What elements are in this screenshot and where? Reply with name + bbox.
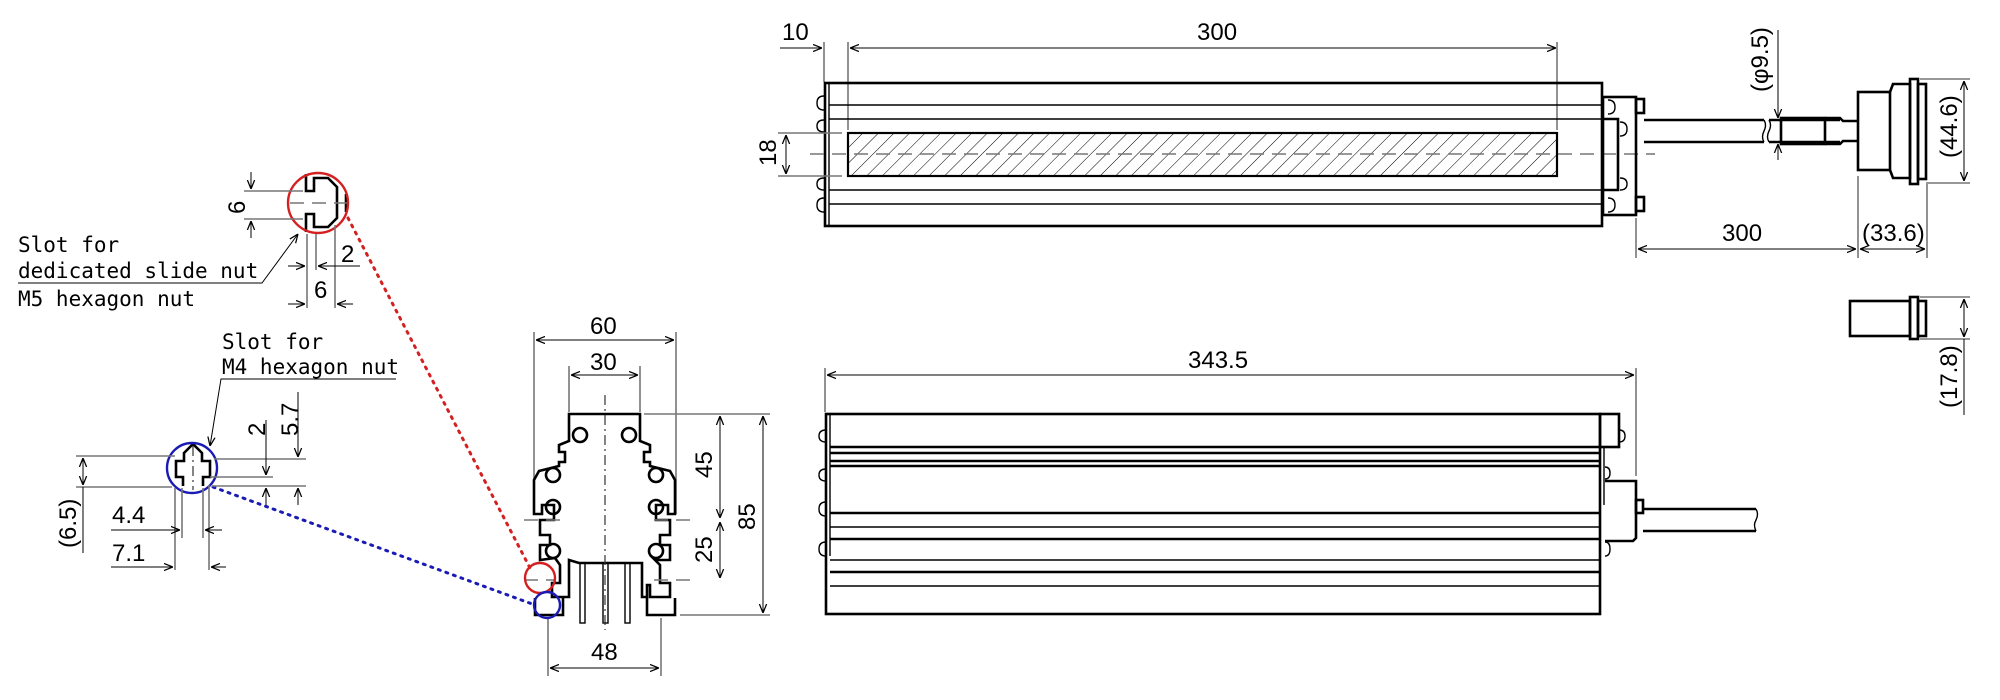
m4-nut-detail-leader <box>211 485 537 607</box>
slide-nut-label-line3: M5 hexagon nut <box>18 287 195 311</box>
dim-connector-height: (44.6) <box>1936 95 1963 158</box>
dim-overall-height: 85 <box>734 503 761 530</box>
dim-emitting-width: 18 <box>755 139 782 166</box>
connector-side-view: (17.8) <box>1848 295 1970 415</box>
dim-slide-nut-opening: 6 <box>224 201 251 214</box>
slide-nut-label-line1: Slot for <box>18 233 119 257</box>
dim-m4-lip: 2 <box>244 423 271 436</box>
dim-lower-height: 25 <box>691 536 718 563</box>
dim-slide-nut-width: 6 <box>314 277 327 304</box>
dim-slot-pitch: 48 <box>591 639 618 666</box>
dim-cable-diameter: (φ9.5) <box>1747 27 1774 92</box>
m4-nut-label-line1: Slot for <box>222 330 323 354</box>
m4-nut-highlight-circle <box>532 590 562 620</box>
dim-upper-height: 45 <box>691 451 718 478</box>
top-view: 10 300 18 <box>755 19 1970 258</box>
dim-m4-opening: 4.4 <box>112 502 145 529</box>
m4-nut-label-line2: M4 hexagon nut <box>222 355 399 379</box>
dim-m4-height: (6.5) <box>55 499 82 548</box>
dim-slide-nut-depth: 2 <box>341 241 354 268</box>
end-view-profile: 60 30 45 85 25 <box>523 313 770 676</box>
dim-emitting-length: 300 <box>1197 19 1237 46</box>
dim-end-offset: 10 <box>782 19 809 46</box>
dim-overall-length: 343.5 <box>1188 347 1248 374</box>
side-view: 343.5 <box>818 347 1759 616</box>
detail-m4-nut: 2 5.7 (6.5) 4.4 7.1 Slot for M4 hexagon … <box>55 330 399 570</box>
dim-m4-depth: 5.7 <box>277 403 304 436</box>
slide-nut-detail-leader <box>346 216 532 570</box>
dim-m4-width: 7.1 <box>112 540 145 567</box>
dim-connector-side-height: (17.8) <box>1936 345 1963 408</box>
dim-cable-length: 300 <box>1722 220 1762 247</box>
dim-top-width: 30 <box>590 349 617 376</box>
slide-nut-label-line2: dedicated slide nut <box>18 259 258 283</box>
detail-slide-nut: 6 2 6 Slot for dedicated slide nut M5 he… <box>18 171 360 311</box>
dim-overall-width: 60 <box>590 313 617 340</box>
dim-connector-length: (33.6) <box>1862 220 1925 247</box>
